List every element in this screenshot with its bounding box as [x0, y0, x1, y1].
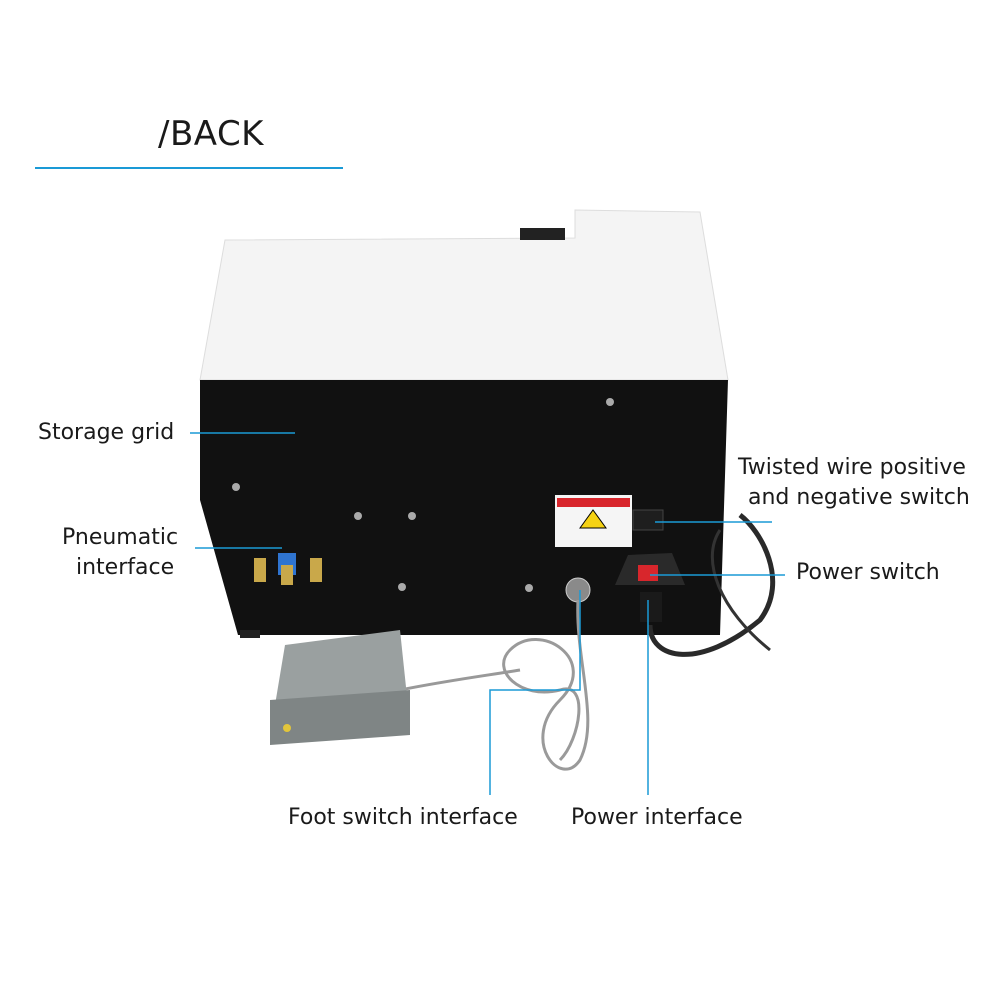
red-power-switch: [638, 565, 658, 581]
warning-label: [555, 495, 632, 547]
label-pneumatic-line2: interface: [76, 555, 175, 580]
back-panel: [200, 380, 728, 635]
label-foot-switch-interface: Foot switch interface: [288, 805, 518, 830]
top-knob: [520, 228, 565, 240]
label-pneumatic-line1: Pneumatic: [62, 525, 179, 550]
label-power-switch: Power switch: [796, 560, 940, 585]
leader-lines: [190, 432, 785, 795]
power-cord: [647, 513, 776, 657]
page-title: /BACK: [158, 114, 264, 154]
foot-switch-connector: [565, 577, 591, 603]
label-twisted-line2: and negative switch: [748, 485, 970, 510]
pneumatic-fittings: [254, 553, 322, 585]
label-power-interface: Power interface: [571, 805, 743, 830]
label-twisted-line1: Twisted wire positive: [738, 455, 966, 480]
twisted-wire-switch: [632, 509, 664, 531]
machine-casing-top: [199, 209, 729, 381]
label-storage-grid: Storage grid: [38, 420, 175, 445]
screws: [232, 398, 614, 592]
